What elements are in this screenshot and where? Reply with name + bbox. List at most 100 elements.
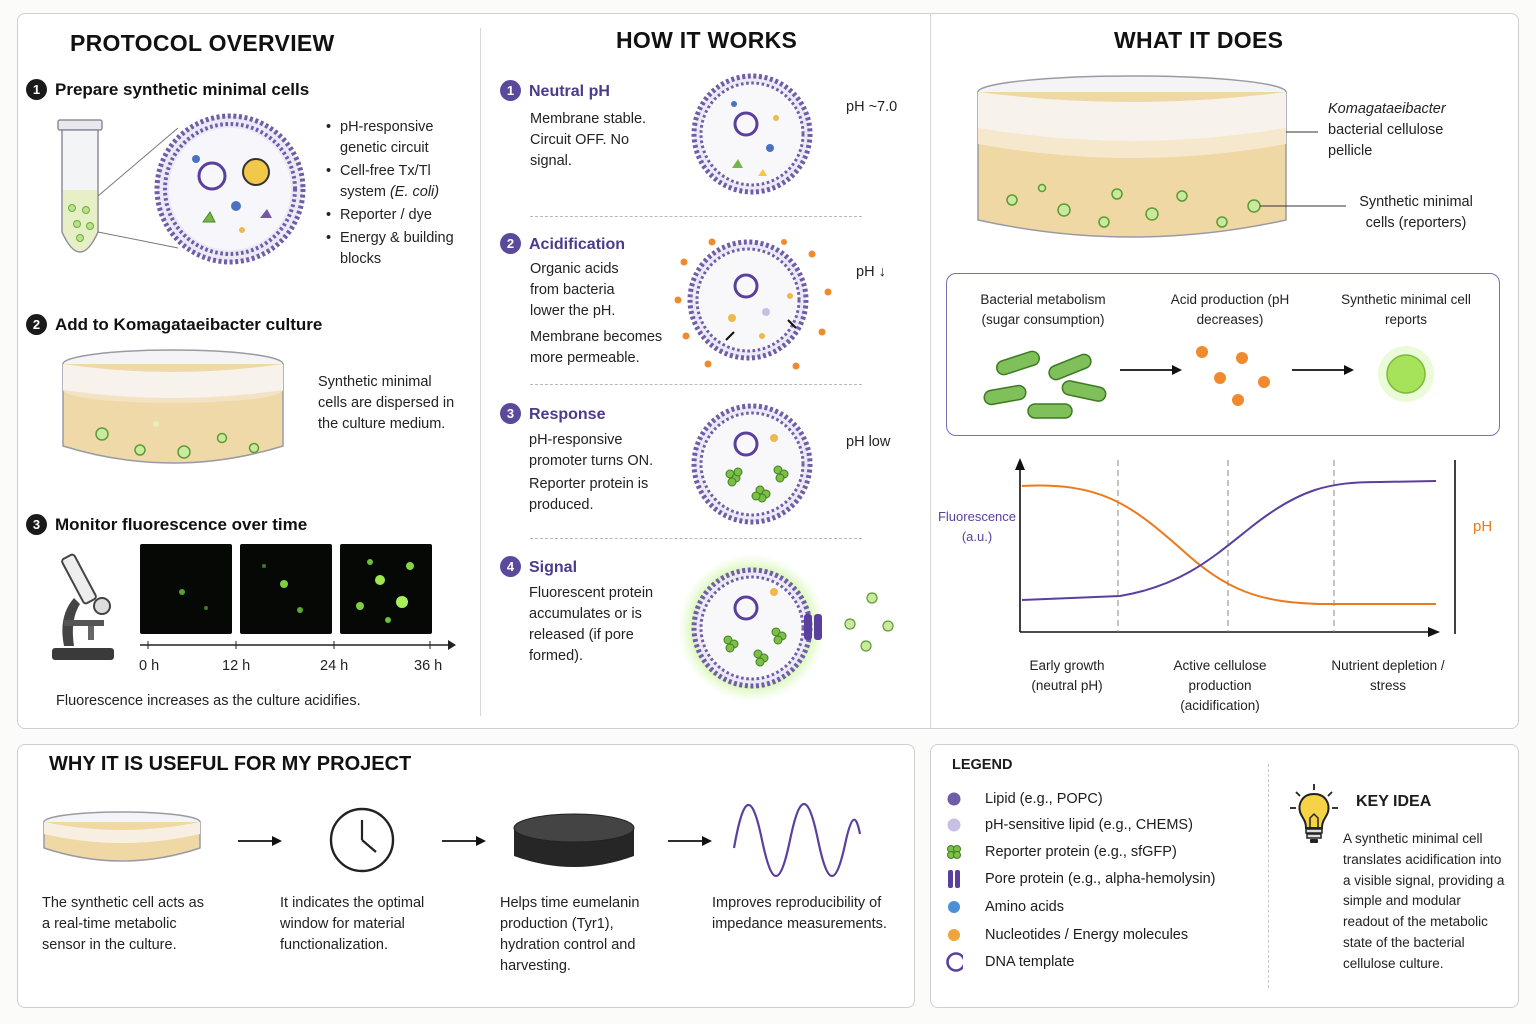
legend-item-reporter: Reporter protein (e.g., sfGFP)	[945, 841, 1177, 863]
step3-number: 3	[26, 514, 47, 535]
glowing-cell-icon	[1386, 354, 1426, 394]
protocol-title: PROTOCOL OVERVIEW	[70, 30, 335, 56]
petri-dish-icon	[43, 811, 201, 862]
how-step2-text2: Membrane becomes more permeable.	[530, 329, 663, 366]
nucleotide-icon	[945, 926, 963, 944]
culture-dish-illustration	[62, 349, 284, 464]
micrograph-0h	[140, 544, 232, 634]
key-idea-title: KEY IDEA	[1356, 793, 1432, 810]
reporter-protein-icon	[945, 843, 963, 861]
how-step3-text1: pH-responsive promoter turns ON.	[529, 432, 654, 469]
how-step2-label: Acidification	[529, 236, 626, 253]
how-divider-1	[530, 216, 862, 217]
how-step3-title: 3 Response	[500, 403, 605, 424]
fluorescence-curve	[1021, 480, 1437, 601]
legend-item-ph-lipid: pH-sensitive lipid (e.g., CHEMS)	[945, 814, 1193, 836]
step1-label: Prepare synthetic minimal cells	[55, 80, 310, 99]
time-12h: 12 h	[222, 658, 251, 674]
time-36h: 36 h	[414, 658, 443, 674]
pore-protein-icon	[945, 870, 963, 888]
how-step3-text2: Reporter protein is produced.	[529, 476, 649, 513]
metabolism-flow-box	[946, 273, 1500, 436]
bullet-circuit: pH-responsive genetic circuit	[326, 117, 476, 159]
step3-label: Monitor fluorescence over time	[55, 515, 308, 534]
how-step4-text: Fluorescent protein accumulates or is re…	[529, 585, 654, 664]
key-idea-text: A synthetic minimal cell translates acid…	[1343, 831, 1505, 971]
how-divider-3	[530, 538, 862, 539]
label-reporter-cells: Synthetic minimal cells (reporters)	[1359, 194, 1473, 231]
bullet-energy: Energy & building blocks	[326, 228, 476, 270]
legend-item-amino: Amino acids	[945, 896, 1064, 918]
legend-label-ph-lipid: pH-sensitive lipid (e.g., CHEMS)	[985, 817, 1193, 833]
pellicle-dish-illustration	[977, 75, 1346, 238]
phase-label-3: Nutrient depletion / stress	[1331, 658, 1445, 693]
micrograph-24h	[340, 544, 432, 634]
step1-title: 1 Prepare synthetic minimal cells	[26, 79, 309, 100]
step3-title: 3 Monitor fluorescence over time	[26, 514, 307, 535]
useful-title: WHY IT IS USEFUL FOR MY PROJECT	[49, 753, 412, 775]
useful-panel	[17, 744, 915, 1008]
useful-item-1: The synthetic cell acts as a real-time m…	[42, 895, 204, 953]
microscope-icon	[52, 553, 114, 660]
pellicle-species: Komagataeibacter	[1328, 101, 1446, 117]
legend-item-dna: DNA template	[945, 951, 1074, 973]
lightbulb-icon	[1290, 784, 1338, 843]
legend-item-pore: Pore protein (e.g., alpha-hemolysin)	[945, 868, 1216, 890]
time-axis	[140, 640, 456, 650]
useful-item-2: It indicates the optimal window for mate…	[280, 895, 425, 953]
tube-and-cell-illustration	[57, 113, 306, 265]
legend-panel	[930, 744, 1519, 1008]
step2-text: Synthetic minimal cells are dispersed in…	[318, 374, 455, 432]
how-step2-title: 2 Acidification	[500, 233, 625, 254]
chart-ylabel-left: Fluorescence (a.u.)	[937, 509, 1017, 544]
how-step1-title: 1 Neutral pH	[500, 80, 610, 101]
micrograph-12h	[240, 544, 332, 634]
legend-item-nucleotide: Nucleotides / Energy molecules	[945, 924, 1188, 946]
how-step3-label: Response	[529, 406, 606, 423]
flow-step-report: Synthetic minimal cell reports	[1341, 292, 1471, 327]
legend-label-lipid: Lipid (e.g., POPC)	[985, 791, 1103, 807]
synthetic-cell-icon	[154, 113, 306, 265]
useful-flow-icons	[43, 803, 862, 877]
legend-label-nucleotide: Nucleotides / Energy molecules	[985, 927, 1189, 943]
legend-item-lipid: Lipid (e.g., POPC)	[945, 788, 1103, 810]
chart-ylabel-right: pH	[1473, 518, 1493, 535]
step2-label: Add to Komagataeibacter culture	[55, 315, 323, 334]
legend-label-pore: Pore protein (e.g., alpha-hemolysin)	[985, 871, 1216, 887]
time-24h: 24 h	[320, 658, 349, 674]
label-pellicle: Komagataeibacter bacterial cellulose pel…	[1328, 99, 1468, 162]
step1-number: 1	[26, 79, 47, 100]
how-step1-label: Neutral pH	[529, 83, 610, 100]
cell-neutral	[691, 73, 813, 195]
ph-curve	[1021, 484, 1436, 605]
fluorescence-ph-chart	[1015, 458, 1456, 637]
bacteria-icon	[983, 350, 1107, 419]
lipid-icon	[945, 790, 963, 808]
how-step2-ph: pH ↓	[856, 264, 886, 280]
how-step2-number: 2	[500, 233, 521, 254]
how-step3-number: 3	[500, 403, 521, 424]
legend-divider	[1268, 764, 1269, 988]
how-step1-number: 1	[500, 80, 521, 101]
step3-caption: Fluorescence increases as the culture ac…	[56, 693, 361, 709]
cell-acidification	[674, 238, 832, 370]
legend-title: LEGEND	[952, 757, 1013, 773]
how-step4-title: 4 Signal	[500, 556, 577, 577]
how-step4-number: 4	[500, 556, 521, 577]
bullet-reporter: Reporter / dye	[326, 205, 476, 226]
dna-template-icon	[945, 952, 963, 972]
amino-acid-icon	[945, 898, 963, 916]
pellicle-rest: bacterial cellulose pellicle	[1328, 122, 1444, 159]
bullet-txtl: Cell-free Tx/Tl system (E. coli)	[326, 161, 476, 203]
clock-icon	[329, 807, 395, 873]
time-0h: 0 h	[139, 658, 160, 674]
useful-item-4: Improves reproducibility of impedance me…	[712, 895, 887, 932]
divider-right	[930, 13, 931, 729]
legend-label-dna: DNA template	[985, 954, 1075, 970]
flow-illustration	[983, 346, 1434, 419]
phase-label-1: Early growth (neutral pH)	[1029, 658, 1105, 693]
how-divider-2	[530, 384, 862, 385]
how-step4-label: Signal	[529, 559, 578, 576]
ph-lipid-icon	[945, 816, 963, 834]
